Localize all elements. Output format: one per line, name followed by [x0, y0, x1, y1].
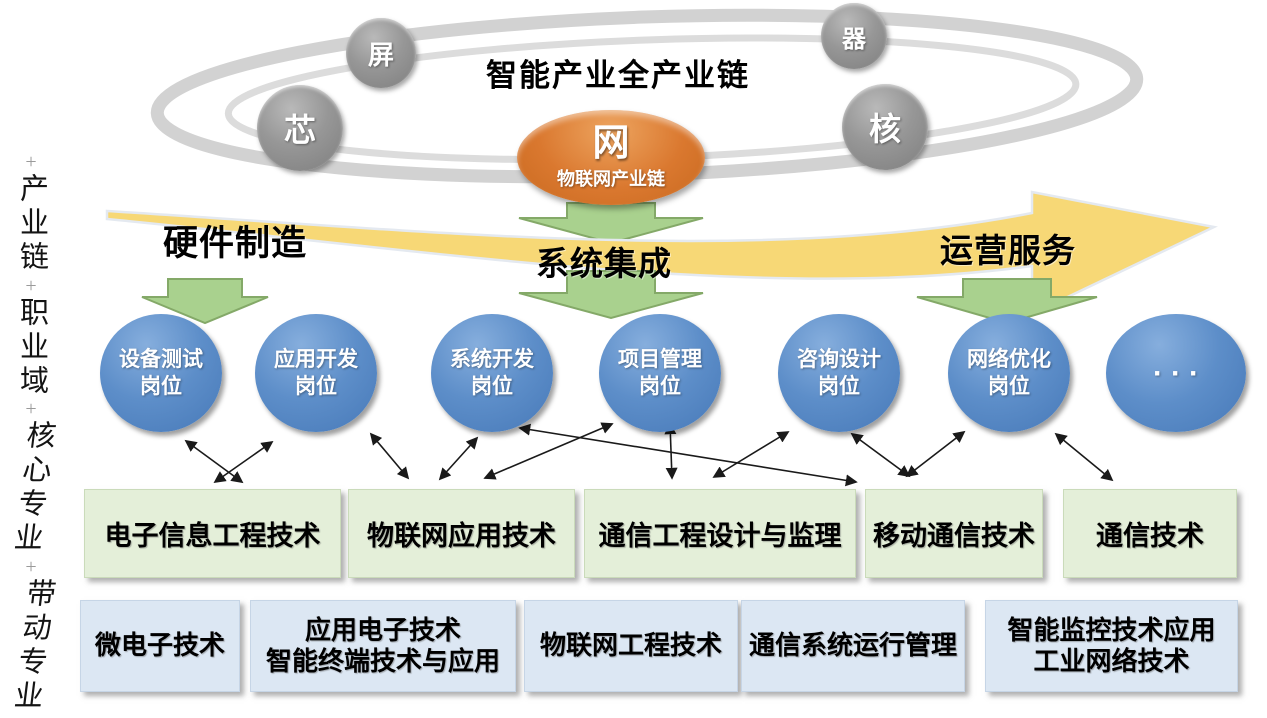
job-circle-network-opt: 网络优化 岗位 — [948, 314, 1070, 432]
core-major-label: 电子信息工程技术 — [104, 521, 321, 551]
ring-node-label: 核 — [868, 111, 901, 147]
driven-major-line1: 物联网工程技术 — [539, 630, 722, 661]
job-label-line2: 岗位 — [140, 375, 182, 398]
driven-major-box: 智能监控技术应用 工业网络技术 — [985, 600, 1238, 692]
job-circle-app-dev: 应用开发 岗位 — [255, 314, 377, 432]
connector-arrow — [518, 423, 858, 487]
plus-separator: + — [25, 151, 37, 173]
job-label-line1: 系统开发 — [450, 347, 534, 371]
plus-separator: + — [25, 274, 37, 297]
plus-separator: + — [25, 398, 37, 421]
stage-label-hardware: 硬件制造 — [163, 224, 308, 263]
caption-career-domain: 职业域 — [15, 296, 48, 399]
job-label-line1: 网络优化 — [967, 347, 1051, 371]
core-major-box: 电子信息工程技术 — [84, 489, 341, 578]
job-label-line1: 项目管理 — [618, 347, 702, 371]
hub-sublabel: 物联网产业链 — [557, 168, 665, 189]
driven-major-line1: 智能监控技术应用 — [1007, 614, 1216, 645]
job-label-line1: 咨询设计 — [797, 347, 881, 371]
job-circle-project-mgmt: 项目管理 岗位 — [599, 314, 721, 432]
driven-major-line2: 智能终端技术与应用 — [265, 646, 500, 676]
connector-arrow — [438, 436, 479, 481]
stage-down-arrow-middle — [518, 270, 704, 320]
ring-node-device: 器 — [821, 3, 887, 69]
job-label-line2: 岗位 — [988, 375, 1030, 398]
core-major-box: 移动通信技术 — [865, 489, 1043, 578]
caption-core-major: 核心专业 — [7, 420, 56, 557]
caption-driven-major: 带动专业 — [7, 577, 56, 714]
driven-major-box: 微电子技术 — [80, 600, 240, 692]
connector-arrow — [905, 430, 966, 478]
core-major-box: 通信工程设计与监理 — [584, 489, 856, 578]
diagram-title: 智能产业全产业链 — [486, 58, 750, 93]
flow-band-arrow — [105, 190, 1218, 316]
job-label-line1: 应用开发 — [274, 347, 358, 371]
job-circle-more: ··· — [1106, 314, 1246, 432]
driven-major-line1: 微电子技术 — [94, 630, 225, 661]
iot-hub-ellipse: 网 物联网产业链 — [517, 110, 705, 205]
ring-node-chip: 芯 — [257, 85, 343, 171]
connector-arrow — [483, 422, 614, 480]
stage-down-arrow-hub — [518, 202, 704, 245]
job-circle-consult-design: 咨询设计 岗位 — [778, 314, 900, 432]
left-axis-caption: + 产业链 + 职业域 + 核心专业 + 带动专业 — [7, 151, 56, 714]
connector-arrow — [213, 440, 274, 484]
driven-major-box: 物联网工程技术 — [524, 600, 738, 692]
job-circle-equipment-test: 设备测试 岗位 — [100, 314, 222, 432]
connector-arrow — [664, 422, 678, 480]
connector-arrow — [850, 432, 911, 478]
stage-label-operation: 运营服务 — [940, 232, 1076, 269]
job-label-line1: 设备测试 — [119, 347, 203, 371]
connector-arrows — [184, 422, 1114, 487]
ring-node-screen: 屏 — [346, 18, 416, 88]
plus-separator: + — [25, 556, 37, 579]
stage-down-arrow-left — [141, 278, 269, 325]
job-label-line2: 岗位 — [295, 375, 337, 398]
job-label-line2: 岗位 — [818, 375, 860, 398]
connector-arrow — [712, 431, 790, 478]
job-label-line2: 岗位 — [639, 375, 681, 398]
ring-node-core: 核 — [842, 84, 928, 170]
connector-arrow — [369, 432, 410, 480]
ring-node-label: 屏 — [367, 39, 394, 70]
job-label-line2: 岗位 — [471, 375, 513, 398]
core-major-box: 通信技术 — [1063, 489, 1237, 578]
connector-arrow — [1054, 432, 1114, 482]
core-major-label: 通信技术 — [1096, 521, 1204, 551]
job-circle-system-dev: 系统开发 岗位 — [431, 314, 553, 432]
driven-major-line2: 工业网络技术 — [1033, 646, 1190, 676]
core-major-label: 物联网应用技术 — [367, 521, 556, 551]
caption-industry-chain: 产业链 — [15, 172, 48, 275]
ring-node-label: 器 — [842, 25, 866, 53]
connector-arrow — [184, 439, 244, 484]
driven-major-box: 应用电子技术 智能终端技术与应用 — [250, 600, 516, 692]
ring-node-label: 芯 — [283, 112, 316, 148]
ellipsis-dots: ··· — [1153, 356, 1207, 390]
stage-down-arrow-right — [916, 278, 1098, 325]
core-major-box: 物联网应用技术 — [348, 489, 575, 578]
driven-major-box: 通信系统运行管理 — [741, 600, 965, 692]
core-major-label: 移动通信技术 — [873, 521, 1035, 551]
hub-label: 网 — [592, 122, 630, 164]
stage-label-integration: 系统集成 — [536, 245, 672, 282]
driven-major-line1: 应用电子技术 — [304, 614, 461, 645]
core-major-label: 通信工程设计与监理 — [598, 521, 842, 551]
driven-major-line1: 通信系统运行管理 — [748, 630, 957, 661]
